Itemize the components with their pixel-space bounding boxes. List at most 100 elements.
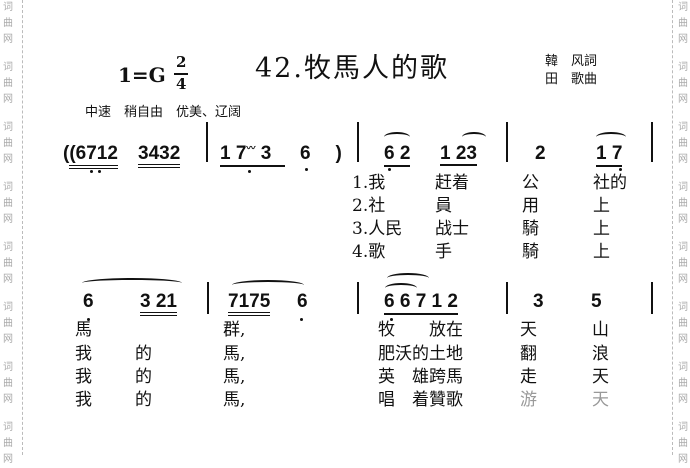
note-group: 7175 — [228, 292, 271, 316]
left-border — [22, 0, 23, 455]
lyric: 公 — [522, 173, 539, 193]
watermark: 词曲网 — [3, 2, 13, 45]
watermark: 词曲网 — [678, 62, 688, 105]
note: 6 — [83, 291, 94, 312]
lyric: 肥沃的土地 — [378, 344, 463, 364]
low-octave-dot — [98, 170, 101, 173]
lyric: 英 雄跨馬 — [378, 367, 463, 387]
low-octave-dot — [619, 168, 622, 171]
lyric: 的 — [135, 367, 152, 387]
lyric: 上 — [593, 196, 610, 216]
lyric: 手 — [435, 242, 452, 262]
low-octave-dot — [90, 170, 93, 173]
low-octave-dot — [248, 170, 251, 173]
lyric: 走 — [520, 367, 537, 387]
lyric: 赶着 — [435, 173, 469, 193]
bar-line — [651, 122, 653, 162]
lyric: 馬, — [223, 367, 246, 387]
note-group: 6 2 — [384, 144, 411, 167]
note-group: 1 7 — [596, 144, 623, 167]
watermark: 词曲网 — [3, 242, 13, 285]
note-group: 1 7〰 3 — [220, 144, 285, 167]
time-signature-bottom: 4 — [176, 75, 187, 93]
low-octave-dot — [388, 168, 391, 171]
watermark: 词曲网 — [3, 302, 13, 345]
lyric: 唱 着贊歌 — [378, 390, 463, 410]
note: 6 — [300, 143, 311, 164]
lyric: 我 — [75, 367, 92, 387]
lyric: 騎 — [522, 242, 539, 262]
lyric: 用 — [522, 196, 539, 216]
low-octave-dot — [390, 318, 393, 321]
lyric: 浪 — [592, 344, 609, 364]
lyric: 翻 — [520, 344, 537, 364]
lyric: 游 — [520, 390, 537, 410]
note: 5 — [591, 291, 602, 312]
watermark: 词曲网 — [3, 182, 13, 225]
watermark: 词曲网 — [678, 362, 688, 405]
lyricist-credit: 韓 风詞 — [545, 54, 598, 69]
lyric: 天 — [520, 320, 537, 340]
note: 2 — [535, 143, 546, 164]
watermark: 词曲网 — [3, 122, 13, 165]
bar-line — [506, 282, 508, 314]
note-group: 1 23 — [440, 143, 477, 166]
note-group: 3432 — [138, 144, 181, 168]
tempo-marking: 中速 稍自由 优美、辽阔 — [85, 105, 242, 120]
lyric: 战士 — [435, 219, 469, 239]
lyric: 山 — [592, 320, 609, 340]
slur — [232, 280, 304, 290]
note: 3 — [533, 291, 544, 312]
slur — [384, 132, 410, 142]
song-title: 42.牧馬人的歌 — [255, 53, 449, 84]
low-octave-dot — [300, 318, 303, 321]
slur — [82, 278, 182, 288]
lyric: 群, — [223, 320, 246, 340]
lyric: 上 — [593, 242, 610, 262]
bar-line — [207, 282, 209, 314]
bar-line — [506, 122, 508, 162]
low-octave-dot — [305, 168, 308, 171]
right-border — [672, 0, 673, 455]
lyric: 1.我 — [352, 173, 386, 193]
bar-line — [357, 122, 359, 162]
time-signature-line — [174, 73, 188, 75]
lyric: 2.社 — [352, 196, 386, 216]
watermark: 词曲网 — [3, 422, 13, 465]
bar-line — [651, 282, 653, 314]
bar-line — [206, 122, 208, 162]
lyric: 3.人民 — [352, 219, 403, 239]
lyric: 我 — [75, 390, 92, 410]
time-signature-top: 2 — [176, 53, 187, 71]
slur — [387, 273, 429, 283]
note-group: 3 21 — [140, 292, 177, 316]
slur — [596, 132, 626, 142]
bar-line — [357, 282, 359, 314]
lyric: 馬 — [75, 320, 92, 340]
note: ) — [325, 143, 342, 164]
lyric: 牧 放在 — [378, 320, 463, 340]
lyric: 騎 — [522, 219, 539, 239]
low-octave-dot — [87, 318, 90, 321]
slur — [385, 283, 417, 293]
lyric: 馬, — [223, 344, 246, 364]
key-signature: 1=G — [118, 63, 166, 87]
watermark: 词曲网 — [678, 422, 688, 465]
lyric: 社的 — [593, 173, 627, 193]
lyric: 的 — [135, 344, 152, 364]
watermark: 词曲网 — [3, 62, 13, 105]
watermark: 词曲网 — [678, 302, 688, 345]
watermark: 词曲网 — [678, 122, 688, 165]
lyric: 我 — [75, 344, 92, 364]
watermark: 词曲网 — [678, 182, 688, 225]
note-group: ((6712 — [63, 143, 118, 169]
slur — [462, 132, 486, 142]
composer-credit: 田 歌曲 — [545, 72, 598, 87]
lyric: 4.歌 — [352, 242, 386, 262]
note-group: 6 6 7 1 2 — [384, 292, 458, 315]
lyric: 天 — [592, 367, 609, 387]
lyric: 天 — [592, 390, 609, 410]
lyric: 馬, — [223, 390, 246, 410]
watermark: 词曲网 — [678, 242, 688, 285]
watermark: 词曲网 — [678, 2, 688, 45]
